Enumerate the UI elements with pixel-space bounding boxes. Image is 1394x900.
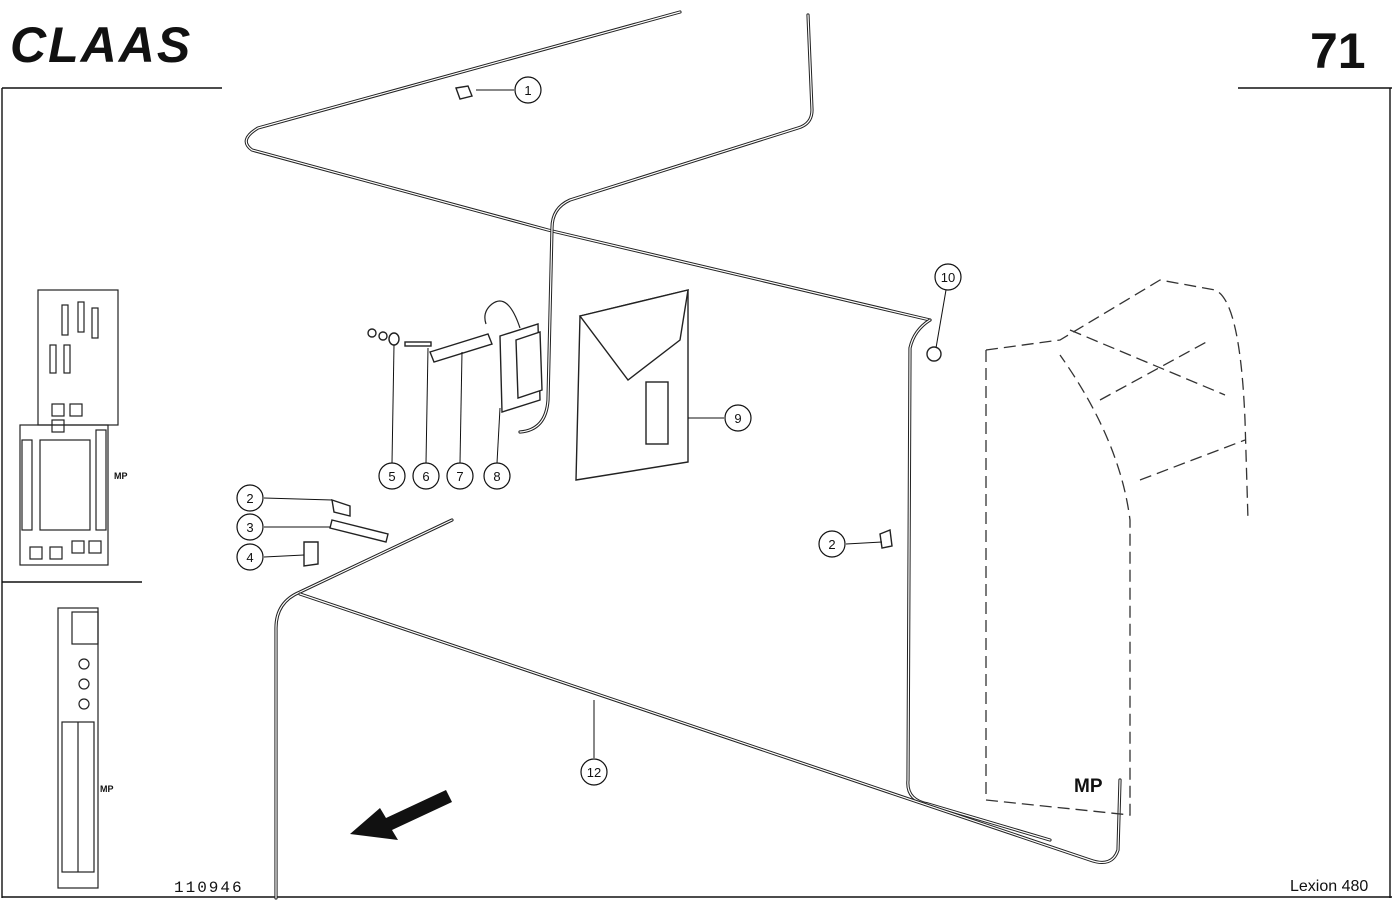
clip-parts-2-3-4	[303, 498, 389, 567]
thumbnail-top: MP	[2, 289, 142, 583]
cab-outline	[985, 279, 1249, 816]
cable-harness	[244, 10, 1122, 900]
callout-2-left: 2	[236, 484, 333, 512]
model-name: Lexion 480	[1290, 878, 1368, 895]
callout-6: 6	[412, 347, 440, 490]
callout-12: 12	[580, 700, 608, 786]
bracket-part-7	[429, 333, 493, 363]
svg-text:1: 1	[524, 83, 531, 98]
svg-text:8: 8	[493, 469, 500, 484]
svg-text:2: 2	[828, 537, 835, 552]
control-unit-part-9	[575, 289, 689, 481]
svg-text:10: 10	[941, 270, 955, 285]
thumbnail-bottom: MP	[57, 607, 114, 889]
svg-text:2: 2	[246, 491, 253, 506]
connector-icons	[78, 658, 90, 710]
callout-1: 1	[476, 76, 542, 104]
clip-part-1	[455, 85, 473, 100]
direction-arrow	[350, 790, 452, 840]
callout-2-right: 2	[818, 530, 883, 558]
callout-3: 3	[236, 513, 330, 541]
svg-text:9: 9	[734, 411, 741, 426]
mp-label-thumb-top: MP	[114, 471, 128, 481]
fuse-icons	[49, 301, 99, 374]
terminal-strip-left	[21, 429, 107, 531]
mp-label-thumb-bottom: MP	[100, 784, 114, 794]
relay-part-8	[499, 323, 543, 413]
grommet-part-10	[926, 346, 942, 362]
svg-text:3: 3	[246, 520, 253, 535]
clip-part-2-right	[879, 529, 893, 549]
callout-5: 5	[378, 344, 406, 490]
callout-9: 9	[688, 404, 752, 432]
page-number: 71	[1310, 23, 1366, 79]
relay-icons	[29, 403, 102, 560]
svg-text:12: 12	[587, 765, 601, 780]
svg-text:6: 6	[422, 469, 429, 484]
mp-label-main: MP	[1074, 776, 1103, 797]
callout-4: 4	[236, 543, 305, 571]
washer-nut-parts	[367, 328, 432, 347]
drawing-number: 110946	[174, 879, 244, 897]
svg-text:4: 4	[246, 550, 253, 565]
svg-text:5: 5	[388, 469, 395, 484]
callout-7: 7	[446, 351, 474, 490]
callout-10: 10	[934, 263, 962, 349]
svg-text:7: 7	[456, 469, 463, 484]
claas-logo: CLAAS	[10, 17, 192, 73]
callout-8: 8	[483, 407, 511, 490]
